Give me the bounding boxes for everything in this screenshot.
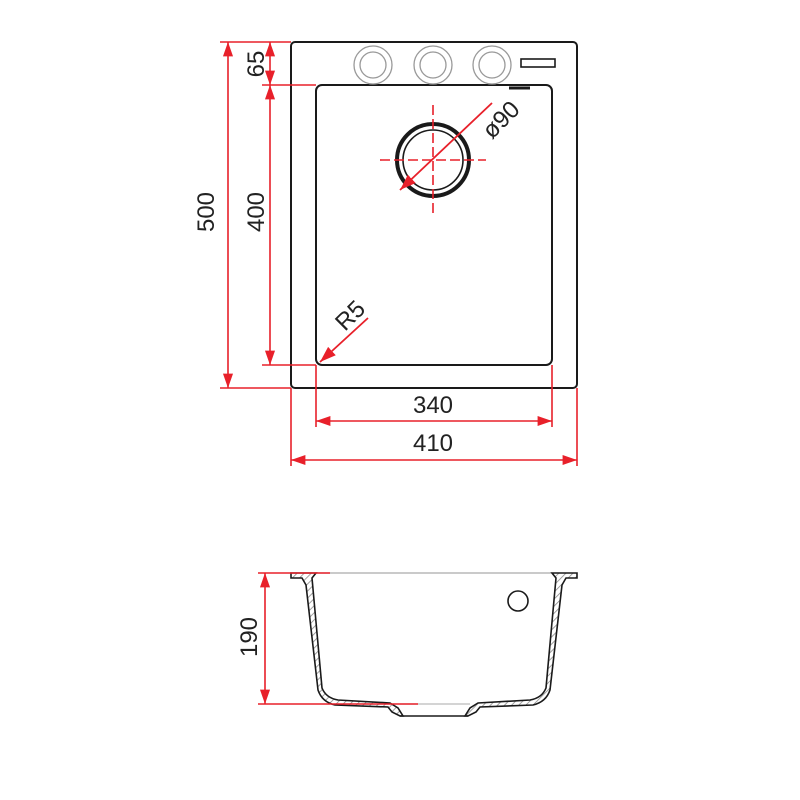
overflow-hole xyxy=(507,590,529,612)
bowl-length-label: 400 xyxy=(243,192,270,232)
bowl-outline xyxy=(315,84,553,366)
right-wall-section xyxy=(463,572,578,717)
overall-width-label: 410 xyxy=(413,430,453,457)
section-view: 190 xyxy=(236,572,578,717)
depth-label: 190 xyxy=(236,617,263,657)
corner-radius-leader xyxy=(319,317,369,363)
depth-dimension xyxy=(258,572,418,705)
overflow-slot xyxy=(520,58,556,68)
rim-depth-label: 65 xyxy=(243,51,270,78)
dimension-lines xyxy=(220,41,578,466)
drain-diameter-line xyxy=(399,102,493,191)
top-view: ø90 R5 500 400 65 340 410 xyxy=(193,41,578,466)
tap-hole xyxy=(413,45,453,85)
corner-radius-label: R5 xyxy=(330,295,371,336)
bowl-width-label: 340 xyxy=(413,392,453,419)
overall-length-label: 500 xyxy=(193,192,220,232)
tap-hole xyxy=(472,45,512,85)
drain-centerlines xyxy=(380,105,486,215)
tap-hole xyxy=(353,45,393,85)
drain-diameter-label: ø90 xyxy=(477,96,525,144)
sink-outer-outline xyxy=(290,41,578,389)
left-wall-section xyxy=(290,572,405,717)
